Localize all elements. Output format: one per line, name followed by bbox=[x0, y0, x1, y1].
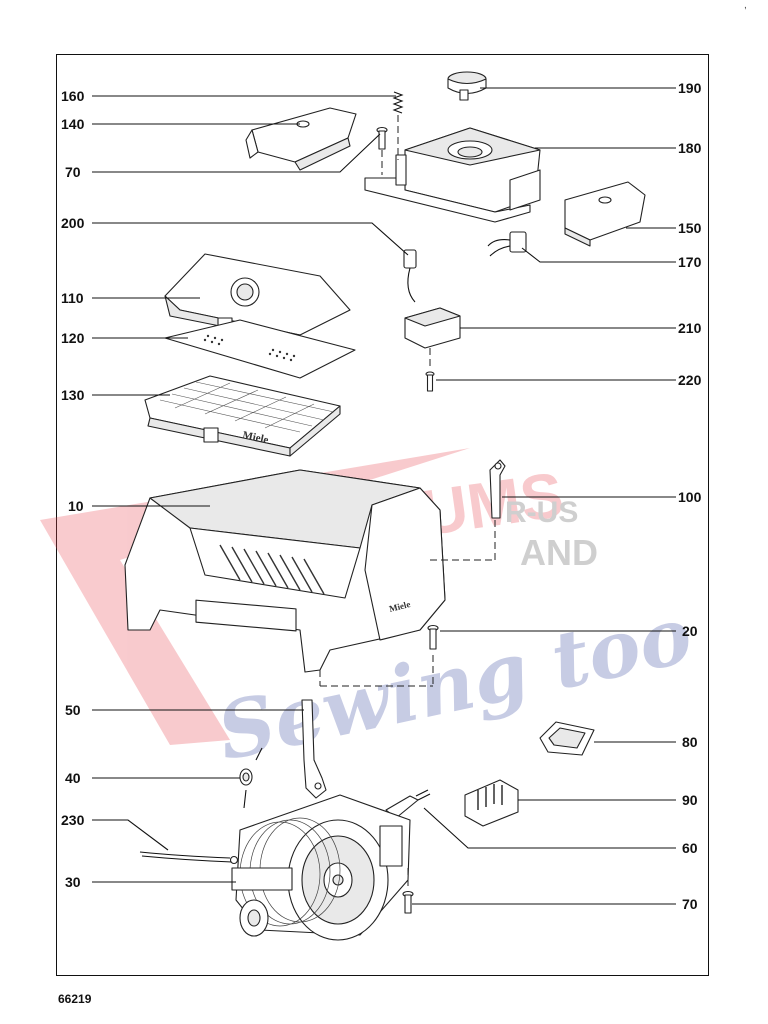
label-70-bottom: 70 bbox=[682, 896, 698, 912]
part-150-right-cap bbox=[564, 181, 646, 247]
part-70-screw-bottom bbox=[402, 868, 414, 914]
part-140-left-cap bbox=[245, 107, 357, 171]
label-140: 140 bbox=[61, 116, 85, 132]
part-10-main-housing: Miele bbox=[124, 469, 496, 687]
label-230: 230 bbox=[61, 812, 85, 828]
label-100: 100 bbox=[678, 489, 702, 505]
part-50-lever bbox=[301, 699, 327, 799]
part-20-screw bbox=[427, 624, 439, 650]
label-30: 30 bbox=[65, 874, 81, 890]
part-170-switch bbox=[487, 231, 527, 257]
part-90-terminal-block bbox=[464, 779, 519, 827]
label-40: 40 bbox=[65, 770, 81, 786]
part-210-connector-block bbox=[404, 307, 461, 370]
label-20: 20 bbox=[682, 623, 698, 639]
label-160: 160 bbox=[61, 88, 85, 104]
part-220-screw bbox=[425, 371, 435, 392]
label-80: 80 bbox=[682, 734, 698, 750]
label-150: 150 bbox=[678, 220, 702, 236]
label-90: 90 bbox=[682, 792, 698, 808]
leader-lines bbox=[92, 87, 676, 905]
diagram-number: 66219 bbox=[58, 992, 92, 1006]
part-160-spring bbox=[392, 91, 404, 160]
part-180-top-cover bbox=[364, 127, 541, 223]
label-120: 120 bbox=[61, 330, 85, 346]
label-180: 180 bbox=[678, 140, 702, 156]
part-30-cable-reel bbox=[231, 794, 411, 941]
label-170: 170 bbox=[678, 254, 702, 270]
label-200: 200 bbox=[61, 215, 85, 231]
part-120-mesh-plate bbox=[164, 319, 356, 379]
label-70-top: 70 bbox=[65, 164, 81, 180]
label-10: 10 bbox=[68, 498, 84, 514]
filter-brand-text: Miele bbox=[241, 429, 269, 446]
part-230-wire bbox=[139, 851, 239, 865]
watermark-line2: R-US bbox=[505, 496, 578, 529]
part-70-screw-top bbox=[376, 126, 388, 175]
watermark-line3: AND bbox=[520, 532, 598, 573]
part-190-knob bbox=[447, 71, 487, 101]
label-220: 220 bbox=[678, 372, 702, 388]
diagram-frame bbox=[56, 54, 709, 976]
label-60: 60 bbox=[682, 840, 698, 856]
label-130: 130 bbox=[61, 387, 85, 403]
part-200-sensor bbox=[403, 249, 417, 303]
part-100-latch bbox=[489, 459, 506, 519]
part-130-filter: Miele bbox=[144, 375, 341, 457]
part-labels: 160 140 70 200 110 120 130 10 50 40 230 … bbox=[61, 80, 702, 912]
label-210: 210 bbox=[678, 320, 702, 336]
part-40-washer bbox=[239, 747, 263, 809]
label-110: 110 bbox=[61, 290, 84, 306]
label-190: 190 bbox=[678, 80, 702, 96]
label-50: 50 bbox=[65, 702, 81, 718]
corner-mark: , bbox=[744, 0, 747, 11]
part-80-seal-frame bbox=[539, 721, 595, 756]
